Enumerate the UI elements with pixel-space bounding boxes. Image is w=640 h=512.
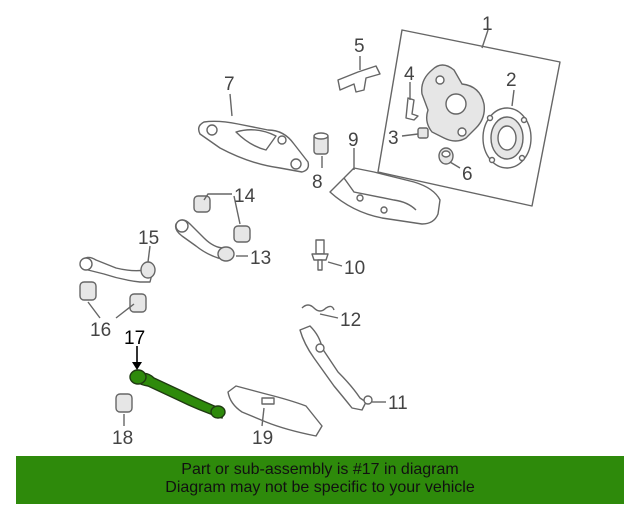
- part-6-bushing[interactable]: [438, 147, 454, 165]
- banner-line-2: Diagram may not be specific to your vehi…: [165, 479, 475, 496]
- callout-labels: 1 2 3 4 5 6 7 8 9 10 11 12 13 14 15 16 1…: [90, 14, 517, 449]
- callout-8: 8: [312, 172, 323, 193]
- part-11-trailing-arm[interactable]: [299, 325, 373, 411]
- callout-15: 15: [138, 228, 159, 249]
- part-4-pin[interactable]: [405, 97, 419, 121]
- part-18-bushing[interactable]: [115, 393, 133, 413]
- part-1-knuckle-assembly[interactable]: [377, 29, 561, 207]
- callout-6: 6: [462, 164, 473, 185]
- callout-1: 1: [482, 14, 493, 35]
- banner-line-1: Part or sub-assembly is #17 in diagram: [181, 461, 459, 478]
- callout-17: 17: [124, 328, 145, 349]
- part-17-lower-control-arm[interactable]: [129, 369, 226, 419]
- part-13-lateral-link[interactable]: [174, 219, 235, 262]
- parts-diagram: 1 2 3 4 5 6 7 8 9 10 11 12 13 14 15 16 1…: [79, 14, 561, 449]
- part-9-shield[interactable]: [329, 167, 441, 225]
- callout-5: 5: [354, 36, 365, 57]
- callout-9: 9: [348, 130, 359, 151]
- callout-14: 14: [234, 186, 256, 207]
- info-banner: Part or sub-assembly is #17 in diagram D…: [16, 456, 624, 504]
- callout-16: 16: [90, 320, 111, 341]
- part-3-bushing[interactable]: [417, 127, 429, 139]
- part-5-bracket[interactable]: [337, 65, 381, 93]
- callout-10: 10: [344, 258, 365, 279]
- callout-18: 18: [112, 428, 133, 449]
- leader-lines: [87, 29, 515, 427]
- callout-3: 3: [388, 128, 399, 149]
- callout-19: 19: [252, 428, 273, 449]
- part-12-clip[interactable]: [301, 304, 335, 312]
- callout-4: 4: [404, 64, 415, 85]
- part-15-link[interactable]: [79, 256, 156, 283]
- callout-2: 2: [506, 70, 517, 91]
- part-7-upper-control-arm[interactable]: [197, 120, 310, 173]
- part-14-bushings[interactable]: [193, 195, 251, 243]
- part-19-shield[interactable]: [227, 385, 323, 437]
- part-10-bolt[interactable]: [311, 239, 329, 271]
- callout-12: 12: [340, 310, 361, 331]
- callout-7: 7: [224, 74, 235, 95]
- callout-13: 13: [250, 248, 271, 269]
- callout-11: 11: [388, 393, 408, 414]
- part-2-hub-bearing[interactable]: [482, 107, 532, 169]
- part-16-bushings[interactable]: [79, 281, 147, 313]
- part-8-bushing[interactable]: [313, 132, 329, 155]
